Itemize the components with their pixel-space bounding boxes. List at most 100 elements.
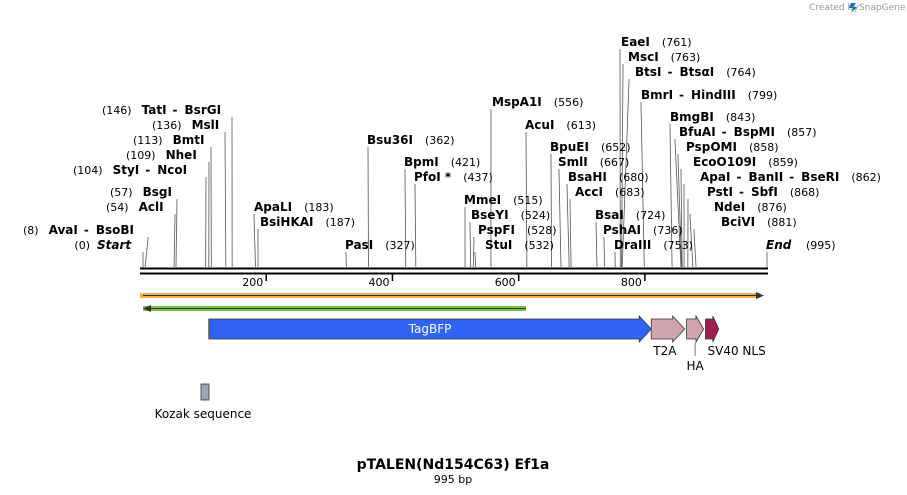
feature-sv40-nls[interactable]: SV40 NLS (705, 315, 766, 358)
site-draiii[interactable]: DraIII(753) (614, 238, 693, 252)
site-position: (113) (133, 134, 163, 147)
site-bmri[interactable]: BmrI-HindIII(799) (641, 88, 777, 102)
site-name: PshAI (603, 223, 641, 237)
site-pfoi[interactable]: PfoI *(437) (414, 170, 493, 184)
site-pshai[interactable]: PshAI(736) (603, 223, 683, 237)
map-title: pTALEN(Nd154C63) Ef1a (357, 457, 550, 473)
site-position: (532) (524, 239, 554, 252)
site-pasi[interactable]: PasI (327) (345, 238, 415, 252)
feature-tagbfp[interactable]: TagBFP (208, 314, 652, 344)
site-position: (764) (726, 66, 756, 79)
site-name: SmlI (558, 155, 588, 169)
site-leader-line (677, 154, 682, 268)
site-name: PasI (345, 238, 373, 252)
tick-label: 800 (621, 276, 642, 289)
feature-label: T2A (652, 344, 677, 358)
site-position: (327) (385, 239, 415, 252)
site-smli[interactable]: SmlI(667) (558, 155, 629, 169)
site-msci[interactable]: MscI(763) (628, 50, 700, 64)
site-apai[interactable]: ApaI-BanII-BseRI(862) (700, 170, 881, 184)
site-position: (437) (463, 171, 493, 184)
site-bmgbi[interactable]: BmgBI(843) (670, 110, 755, 124)
site-separator: - (736, 170, 741, 184)
site-bpmi[interactable]: BpmI(421) (404, 155, 480, 169)
site-position: (753) (663, 239, 693, 252)
site-position: (524) (521, 209, 551, 222)
site-separator: - (84, 223, 89, 237)
site-leader-line (569, 199, 572, 268)
map-subtitle: 995 bp (434, 473, 472, 486)
site-apali[interactable]: ApaLI(183) (254, 200, 334, 214)
site-leader-line (621, 64, 624, 268)
site-bsahi[interactable]: BsaHI(680) (568, 170, 649, 184)
site-pspomi[interactable]: PspOMI(858) (686, 140, 779, 154)
site-nhei[interactable]: (109)NheI (126, 148, 197, 162)
orange-track (140, 292, 764, 299)
site-position: (183) (304, 201, 334, 214)
feature-ha[interactable]: HA (686, 314, 705, 373)
site-name: MmeI (464, 193, 501, 207)
site-name: AclI (139, 200, 164, 214)
site-leader-line (525, 132, 528, 268)
site-acci[interactable]: AccI(683) (575, 185, 645, 199)
site-eaei[interactable]: EaeI(761) (621, 35, 692, 49)
site-bsai[interactable]: BsaI(724) (595, 208, 665, 222)
site-bfuai[interactable]: BfuAI-BspMI(857) (679, 125, 817, 139)
site-name: ApaI (700, 170, 730, 184)
site-leader-line (253, 214, 256, 268)
site-leader-line (550, 154, 552, 268)
site-position: (556) (554, 96, 584, 109)
site-bseyi[interactable]: BseYI(524) (471, 208, 550, 222)
credit-brand: SnapGene (859, 3, 906, 13)
site-styi[interactable]: (104)StyI-NcoI (73, 163, 187, 177)
site-acui[interactable]: AcuI(613) (525, 118, 596, 132)
site-separator: - (668, 65, 673, 79)
site-stui[interactable]: StuI(532) (485, 238, 554, 252)
site-name: NheI (166, 148, 197, 162)
site-separator: - (145, 163, 150, 177)
site-ecoo109i[interactable]: EcoO109I(859) (693, 155, 798, 169)
feature-t2a[interactable]: T2A (650, 314, 686, 358)
site-avai[interactable]: (8)AvaI-BsoBI (23, 223, 134, 237)
site-name: BsgI (143, 185, 172, 199)
site-bcivi[interactable]: BciVI(881) (721, 215, 797, 229)
site-leader-line (680, 169, 683, 268)
site-pspfi[interactable]: PspFI(528) (478, 223, 557, 237)
feature-kozak-sequence[interactable]: Kozak sequence (155, 383, 252, 421)
site-leader-line (173, 214, 176, 268)
site-name: BmtI (173, 133, 205, 147)
site-bmti[interactable]: (113) BmtI (133, 133, 204, 147)
feature-label: HA (686, 359, 704, 373)
site-bsgi[interactable]: (57)BsgI (110, 185, 172, 199)
site-name: BciVI (721, 215, 755, 229)
site-leader-line (414, 184, 417, 268)
site-acli[interactable]: (54)AclI (106, 200, 164, 214)
site-name: TatI (142, 103, 167, 117)
tick-label: 200 (242, 276, 263, 289)
site-name-alt: BseRI (801, 170, 839, 184)
site-position: (613) (566, 119, 596, 132)
site-name: MspA1I (492, 95, 542, 109)
site-leader-line (689, 214, 694, 268)
site-name-alt: BsoBI (96, 223, 134, 237)
site-btsi[interactable]: BtsI-BtsαI(764) (635, 65, 756, 79)
site-position: (104) (73, 164, 103, 177)
site-position: (652) (601, 141, 631, 154)
site-mmei[interactable]: MmeI(515) (464, 193, 543, 207)
site-bpuei[interactable]: BpuEI(652) (550, 140, 631, 154)
tick-label: 600 (495, 276, 516, 289)
site-tati[interactable]: (146)TatI-BsrGI (102, 103, 221, 117)
site-bsihkai[interactable]: BsiHKAI(187) (260, 215, 355, 229)
site-position: (876) (757, 201, 787, 214)
site-position: (8) (23, 224, 39, 237)
site-bsu36i[interactable]: Bsu36I(362) (367, 133, 455, 147)
site-mspa1i[interactable]: MspA1I (556) (492, 95, 583, 109)
tick-label: 400 (368, 276, 389, 289)
site-ndei[interactable]: NdeI(876) (714, 200, 787, 214)
site-position: (683) (615, 186, 645, 199)
site-psti[interactable]: PstI-SbfI(868) (707, 185, 819, 199)
site-leader-line (224, 132, 227, 268)
site-msli[interactable]: (136)MslI (152, 118, 219, 132)
credit-text: Created by (809, 3, 859, 13)
site-position: (761) (662, 36, 692, 49)
